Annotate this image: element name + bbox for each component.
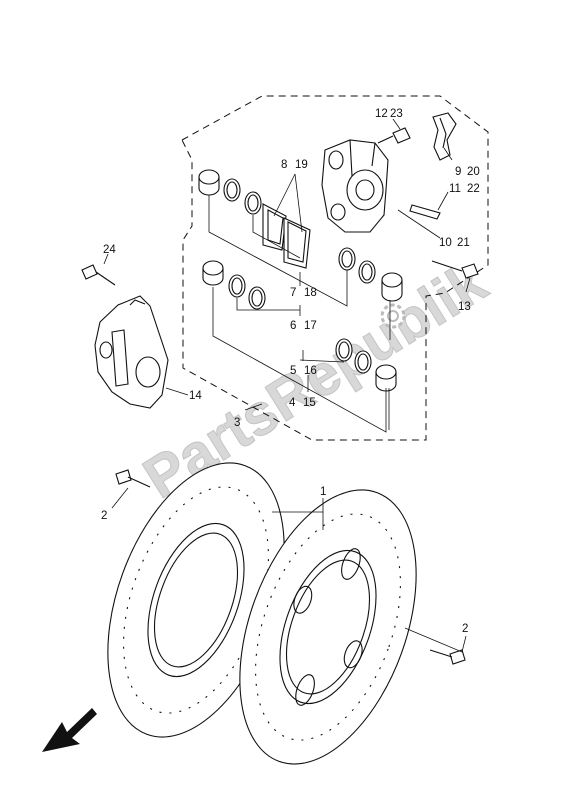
callout-13: 13 — [458, 301, 471, 313]
callout-9: 9 — [455, 166, 461, 178]
callout-23: 23 — [390, 108, 403, 120]
piston-lower-left — [202, 260, 224, 286]
leader-lines — [103, 118, 471, 653]
callout-10: 10 — [439, 237, 452, 249]
callout-labels: 1 2 2 3 4 15 5 16 6 17 7 18 8 19 9 20 10… — [101, 108, 480, 635]
caliper-bolt-left — [81, 264, 116, 286]
callout-14: 14 — [189, 390, 202, 402]
gear-icon — [380, 303, 406, 329]
caliper-assembly-boundary — [181, 95, 489, 441]
caliper-half-upper — [321, 139, 389, 233]
front-direction-arrow-icon — [42, 708, 97, 752]
callout-4: 4 — [289, 397, 296, 409]
callout-21: 21 — [457, 237, 470, 249]
callout-17: 17 — [304, 320, 317, 332]
callout-8: 8 — [281, 159, 287, 171]
pad-pin — [409, 204, 441, 220]
pad-spring — [432, 112, 457, 161]
bleed-screw — [377, 127, 411, 144]
callout-11: 11 — [449, 183, 461, 195]
brake-pad-front — [262, 203, 287, 251]
callout-19: 19 — [295, 159, 308, 171]
callout-12: 12 — [375, 108, 388, 120]
piston-right-upper — [381, 272, 403, 302]
callout-16: 16 — [304, 365, 317, 377]
callout-6: 6 — [290, 320, 296, 332]
seal-ring-c — [228, 274, 246, 298]
callout-7: 7 — [290, 287, 296, 299]
callout-24: 24 — [103, 244, 116, 256]
seal-ring-g — [335, 338, 353, 362]
piston-upper-left — [198, 169, 220, 196]
disc-bolt-left — [115, 469, 151, 488]
brake-caliper-assembly — [94, 295, 169, 409]
seal-ring-f — [358, 260, 376, 284]
seal-ring-b — [244, 191, 262, 215]
brake-pad-rear — [283, 217, 311, 269]
seal-ring-d — [248, 286, 266, 310]
callout-2-left: 2 — [101, 510, 107, 522]
callout-1: 1 — [320, 486, 326, 498]
seal-ring-e — [338, 247, 356, 271]
caliper-mount-bolt — [431, 260, 479, 279]
seal-ring-h — [354, 350, 372, 374]
callout-5: 5 — [290, 365, 296, 377]
callout-2-right: 2 — [462, 623, 468, 635]
callout-3: 3 — [234, 417, 240, 429]
disc-bolt-right — [429, 649, 466, 665]
callout-15: 15 — [303, 397, 316, 409]
callout-22: 22 — [467, 183, 480, 195]
brake-disc-front — [239, 489, 417, 765]
callout-18: 18 — [304, 287, 317, 299]
callout-20: 20 — [467, 166, 480, 178]
piston-right-lower — [375, 364, 397, 392]
seal-ring-a — [223, 178, 241, 202]
